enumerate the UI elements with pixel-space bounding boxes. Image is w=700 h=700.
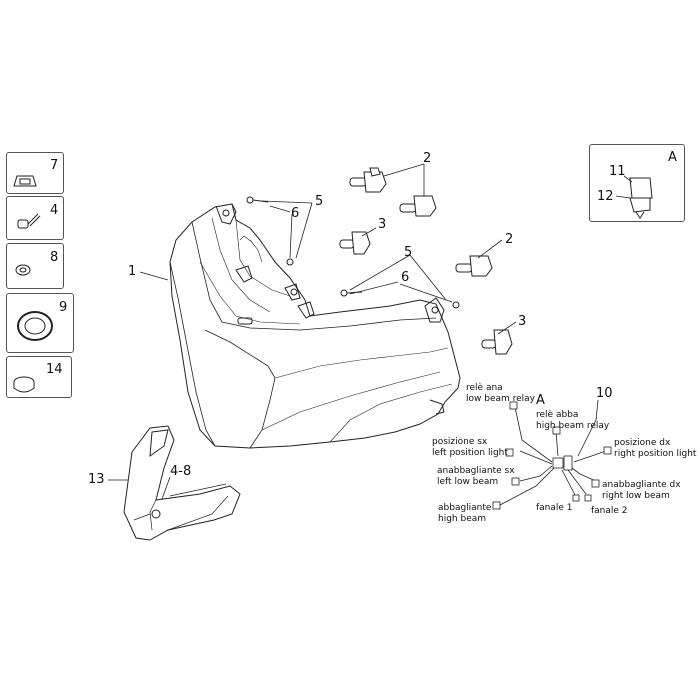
part-box-9 xyxy=(6,293,74,353)
clip-nut-drawing xyxy=(13,175,37,187)
part-box-14 xyxy=(6,356,72,398)
headlight-housing xyxy=(169,203,461,449)
relay-drawing xyxy=(615,175,653,219)
label-right-low-beam: anabbagliante dx right low beam xyxy=(602,480,681,502)
part-ref-14: 14 xyxy=(46,362,63,377)
label-high-beam-en: high beam xyxy=(438,514,487,524)
part-ref-8: 8 xyxy=(50,250,59,265)
label-right-low-beam-en: right low beam xyxy=(602,491,670,501)
label-left-position-it: posizione sx xyxy=(432,437,488,447)
label-high-beam-relay-en: high beam relay xyxy=(536,421,610,431)
label-left-low-beam: anabbagliante sx left low beam xyxy=(437,466,515,488)
part-box-4 xyxy=(6,196,64,240)
callout-lamp-upper: 3 xyxy=(378,217,387,232)
label-low-beam-relay: relè ana low beam relay xyxy=(466,383,535,405)
label-left-low-beam-it: anabbagliante sx xyxy=(437,466,515,476)
part-box-7 xyxy=(6,152,64,194)
inset-ref-12: 12 xyxy=(597,189,614,204)
callout-nut-lower: 6 xyxy=(401,270,410,285)
nut-lower xyxy=(452,301,460,309)
rubber-pad-drawing xyxy=(13,376,35,393)
wiring-harness xyxy=(499,399,607,506)
callout-bulb-upper: 2 xyxy=(423,151,432,166)
label-left-position-en: left position light xyxy=(432,448,508,458)
label-high-beam-it: abbagliante xyxy=(438,503,492,513)
callout-lamp-lower: 3 xyxy=(518,314,527,329)
label-low-beam-relay-en: low beam relay xyxy=(466,394,536,404)
lamp-lower xyxy=(481,329,513,355)
inset-ref-11: 11 xyxy=(609,164,626,179)
label-fanale-2: fanale 2 xyxy=(591,506,628,516)
part-ref-4: 4 xyxy=(50,203,59,218)
bulb-holder-upper xyxy=(349,167,387,193)
screw-drawing xyxy=(17,213,41,229)
label-right-position: posizione dx right position light xyxy=(614,438,696,460)
part-ref-7: 7 xyxy=(50,158,59,173)
bulb-holder-lower xyxy=(455,255,493,277)
callout-screw-upper: 5 xyxy=(315,194,324,209)
label-low-beam-relay-it: relè ana xyxy=(466,383,503,393)
label-high-beam-relay: relè abba high beam relay xyxy=(536,410,609,432)
screw-upper xyxy=(246,196,269,204)
label-left-position: posizione sx left position light xyxy=(432,437,508,459)
label-fanale-1: fanale 1 xyxy=(536,503,573,513)
callout-headlight: 1 xyxy=(128,264,137,279)
washer-drawing xyxy=(15,264,31,276)
label-high-beam: abbagliante high beam xyxy=(438,503,491,525)
bulb-holder-upper-b xyxy=(399,195,437,217)
grommet-drawing xyxy=(17,311,53,341)
label-right-position-en: right position light xyxy=(614,449,697,459)
nut-upper xyxy=(286,258,294,266)
callout-bulb-lower: 2 xyxy=(505,232,514,247)
lamp-upper xyxy=(339,231,371,255)
mounting-bracket xyxy=(123,425,241,541)
label-left-low-beam-en: left low beam xyxy=(437,477,499,487)
part-ref-9: 9 xyxy=(59,300,68,315)
callout-wiring-ref: A xyxy=(536,393,545,408)
screw-lower xyxy=(340,289,363,297)
callout-bracket-screws: 4-8 xyxy=(170,464,192,479)
part-box-8 xyxy=(6,243,64,289)
callout-screw-lower: 5 xyxy=(404,245,413,260)
label-right-low-beam-it: anabbagliante dx xyxy=(602,480,681,490)
inset-letter: A xyxy=(668,150,677,165)
label-right-position-it: posizione dx xyxy=(614,438,671,448)
label-high-beam-relay-it: relè abba xyxy=(536,410,579,420)
inset-box-a xyxy=(589,144,685,222)
wiring-connectors xyxy=(492,401,612,510)
callout-wiring: 10 xyxy=(596,386,613,401)
callout-nut-upper: 6 xyxy=(291,206,300,221)
callout-bracket: 13 xyxy=(88,472,105,487)
